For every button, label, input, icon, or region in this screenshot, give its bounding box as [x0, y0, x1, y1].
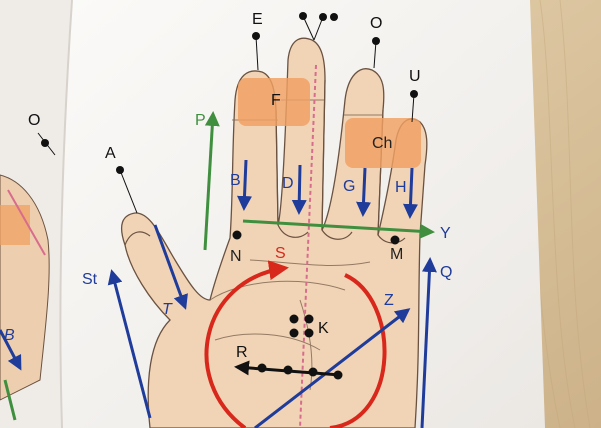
dot-K2 [305, 315, 314, 324]
dot-R4 [334, 371, 343, 380]
dot-top-right [330, 13, 338, 21]
label-T: T [162, 302, 172, 318]
label-St: St [82, 272, 97, 288]
label-E: E [252, 12, 263, 28]
label-U: U [409, 69, 421, 85]
arrow-B [244, 160, 246, 208]
dot-K4 [305, 329, 314, 338]
label-O: O [370, 16, 382, 32]
label-M: M [390, 247, 403, 263]
label-O-left: O [28, 113, 40, 129]
dot-top-left [299, 12, 307, 20]
label-D: D [282, 176, 294, 192]
label-A: A [105, 146, 116, 162]
arrow-G [363, 168, 365, 214]
label-F: F [271, 93, 281, 109]
label-G: G [343, 179, 355, 195]
arrow-H [410, 168, 412, 216]
dot-R1 [258, 364, 267, 373]
dot-K1 [290, 315, 299, 324]
label-Z: Z [384, 293, 394, 309]
arrow-D [299, 165, 300, 212]
label-Q: Q [440, 265, 452, 281]
label-B: B [230, 173, 241, 189]
label-K: K [318, 321, 329, 337]
label-H: H [395, 180, 407, 196]
label-Y: Y [440, 226, 451, 242]
label-Ch: Ch [372, 136, 392, 152]
back-sheet-point-dot [41, 139, 49, 147]
back-sheet-orange-patch [0, 205, 30, 245]
label-N: N [230, 249, 242, 265]
dot-K3 [290, 329, 299, 338]
dot-R2 [284, 366, 293, 375]
label-B-left: B [4, 328, 15, 344]
label-P: P [195, 113, 206, 129]
dot-M [391, 236, 400, 245]
dot-R3 [309, 368, 318, 377]
dot-N [233, 231, 242, 240]
label-S: S [275, 246, 286, 262]
label-R: R [236, 345, 248, 361]
